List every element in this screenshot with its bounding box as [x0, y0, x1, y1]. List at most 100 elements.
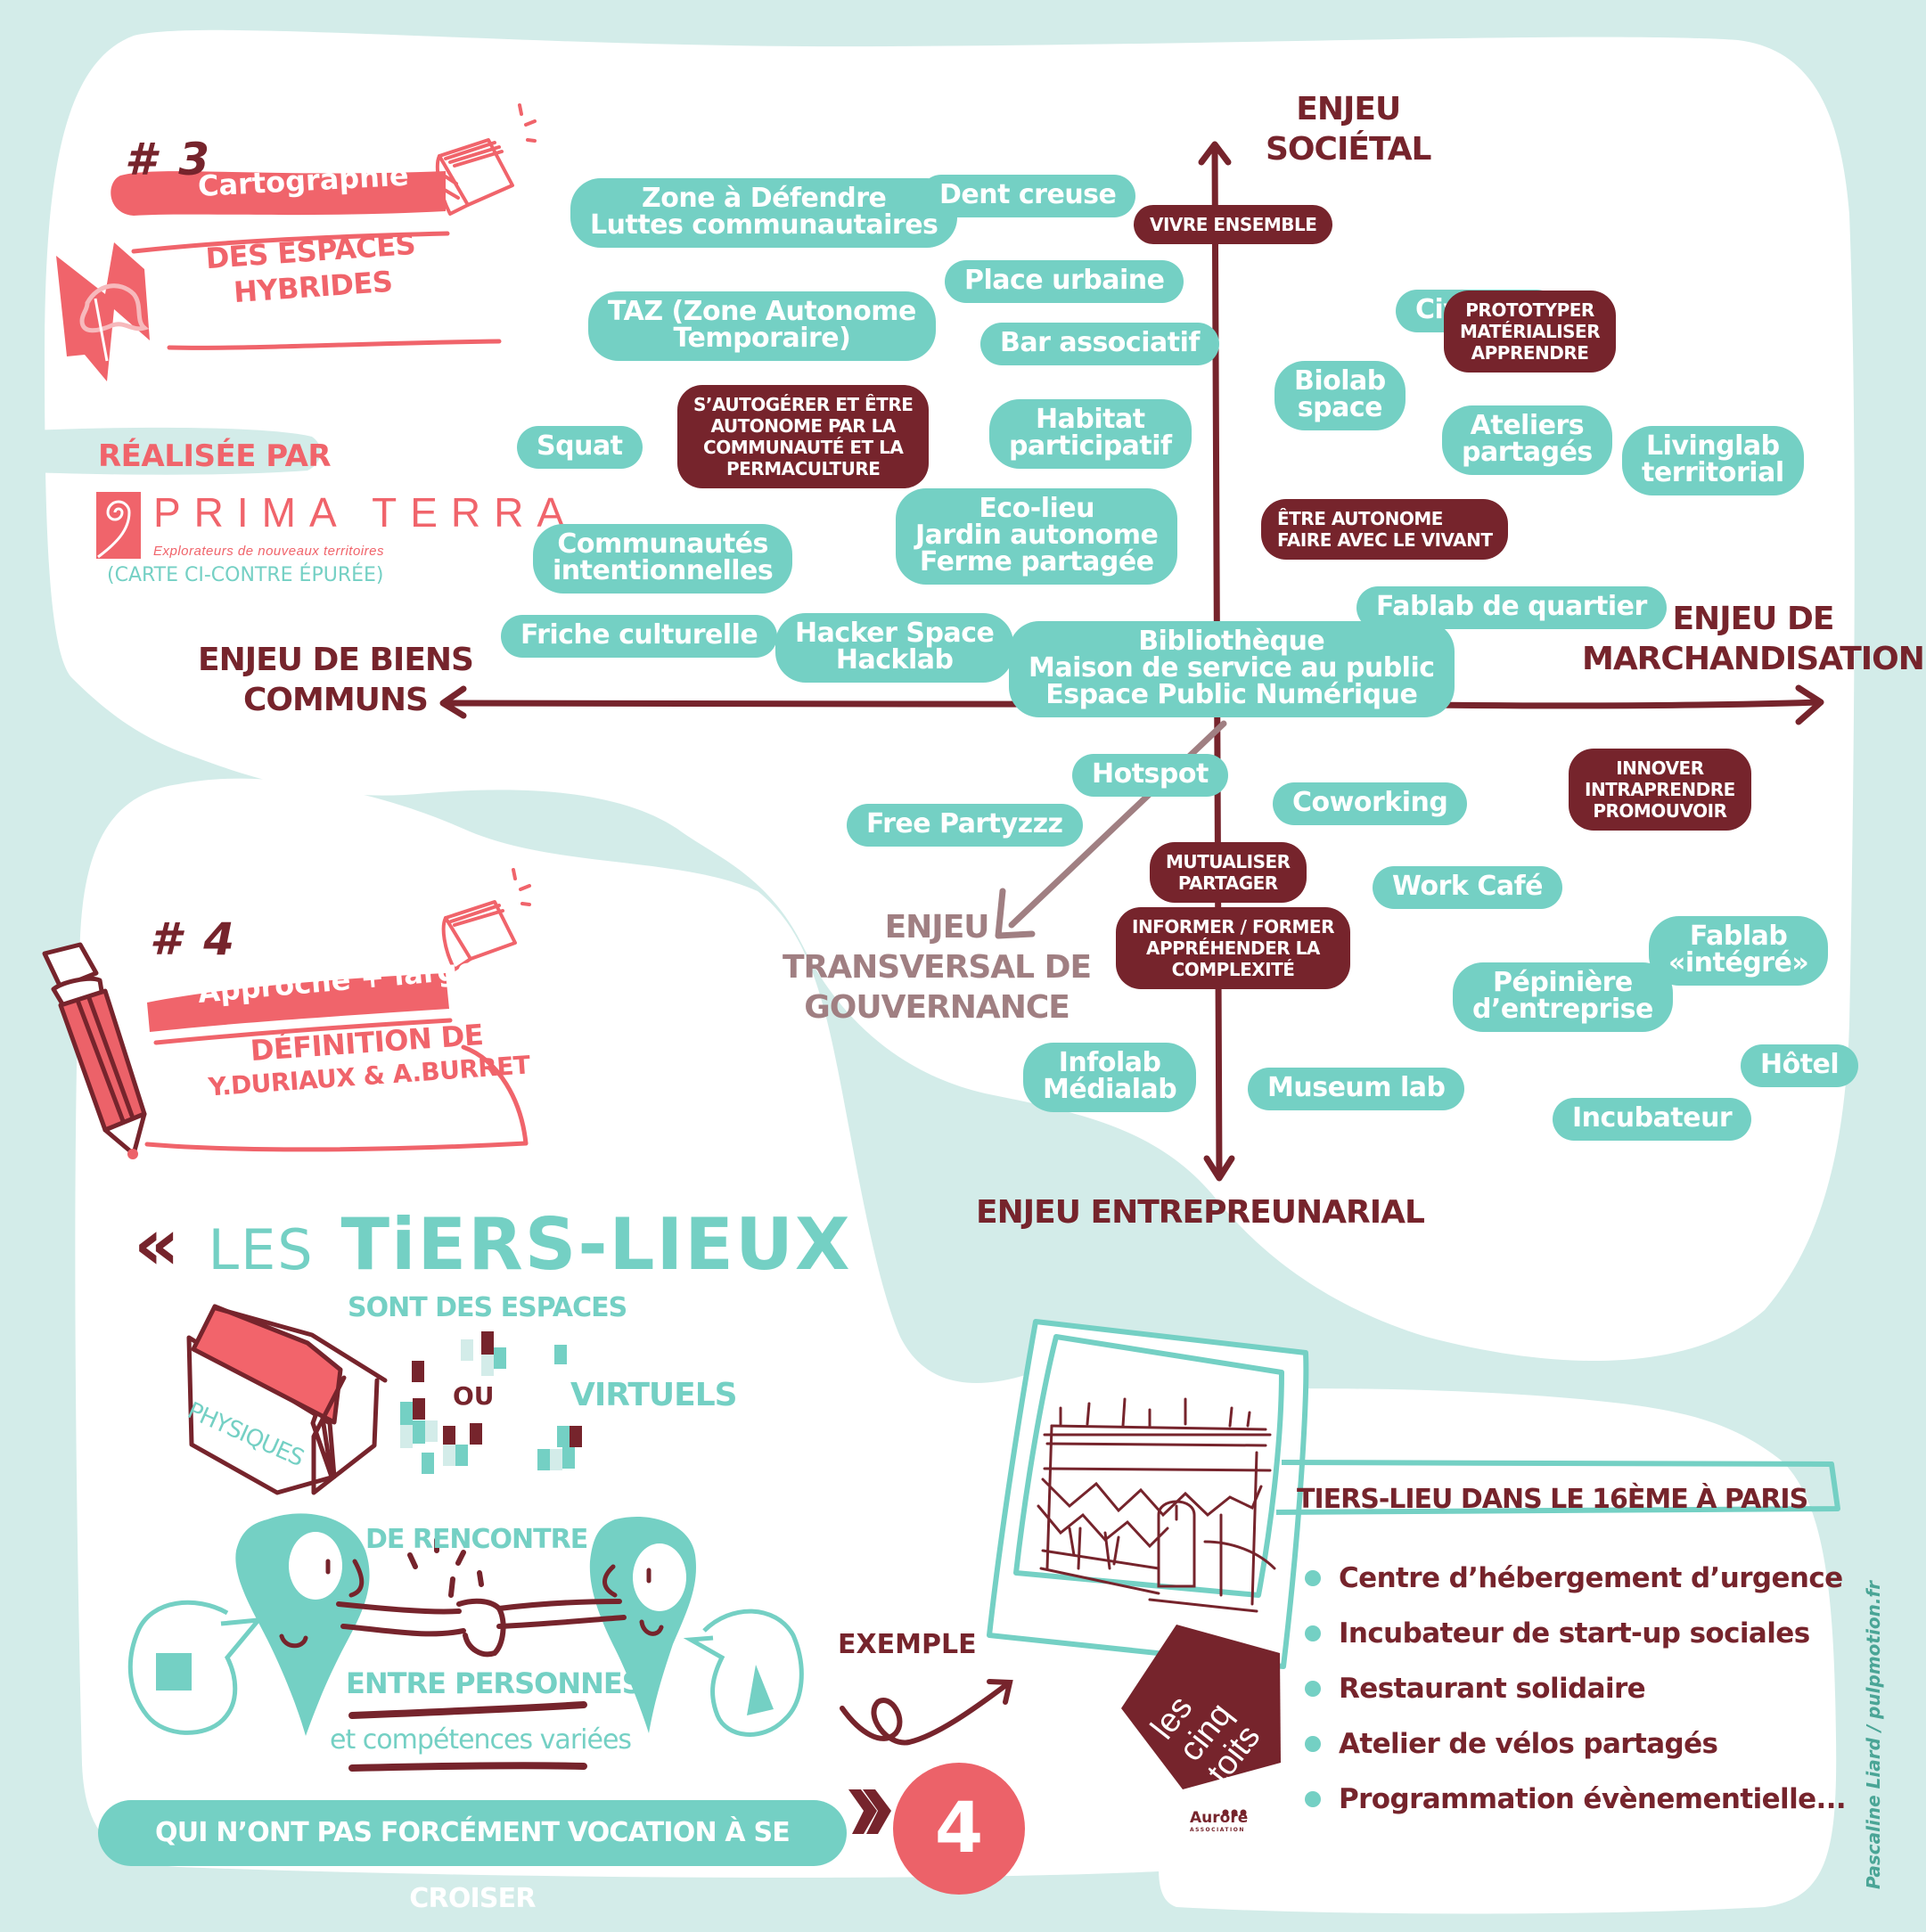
- axis-label-left: ENJEU DE BIENS COMMUNS: [198, 640, 474, 720]
- space-pill[interactable]: Free Partyzzz: [847, 804, 1083, 847]
- space-label: Maison de service au public: [1029, 652, 1435, 684]
- map-icon: [56, 242, 150, 381]
- space-pill[interactable]: Bar associatif: [980, 323, 1219, 365]
- space-pill[interactable]: Dent creuse: [920, 175, 1136, 217]
- exemple-label: EXEMPLE: [838, 1629, 977, 1660]
- space-label: Eco-lieu: [979, 493, 1094, 524]
- axis-label-line: COMMUNS: [243, 682, 429, 718]
- axis-label-line: ENJEU: [1296, 91, 1401, 127]
- goal-label: S’AUTOGÉRER ET ÊTRE: [693, 394, 914, 415]
- axis-label-top: ENJEU SOCIÉTAL: [1266, 89, 1431, 169]
- space-label: Free Partyzzz: [866, 808, 1063, 839]
- space-label: TAZ (Zone Autonome: [608, 296, 916, 327]
- space-pill[interactable]: Friche culturelle: [501, 615, 778, 658]
- space-label: Infolab: [1058, 1047, 1161, 1078]
- aurore-logo-icon: [1222, 1809, 1247, 1816]
- aurore-logo: Aurore ASSOCIATION: [1190, 1809, 1248, 1833]
- list-item: Restaurant solidaire: [1301, 1661, 1846, 1716]
- goal-label: FAIRE AVEC LE VIVANT: [1277, 529, 1493, 551]
- space-label: Ateliers: [1470, 410, 1585, 441]
- example-title-frame: [1275, 1460, 1840, 1515]
- space-pill[interactable]: Incubateur: [1553, 1098, 1752, 1141]
- speech-bubble-square-icon: [127, 1600, 264, 1735]
- space-label: Fablab: [1689, 921, 1788, 952]
- space-label: Hacker Space: [795, 618, 995, 649]
- example-title: TIERS-LIEU DANS LE 16ÈME À PARIS: [1297, 1484, 1808, 1515]
- list-item: Centre d’hébergement d’urgence: [1301, 1551, 1846, 1606]
- entre-personnes: ENTRE PERSONNES: [346, 1666, 643, 1700]
- space-pill[interactable]: Squat: [517, 426, 643, 469]
- space-pill[interactable]: Fablab de quartier: [1356, 586, 1667, 629]
- axis-label-line: ENJEU DE BIENS: [198, 642, 474, 678]
- underlines: [348, 1701, 587, 1772]
- goal-label: PERMACULTURE: [725, 458, 881, 479]
- realisee-band: [31, 427, 321, 475]
- arrow-right-icon: [1795, 684, 1824, 725]
- space-label: Bar associatif: [1000, 327, 1200, 358]
- axis-label-line: MARCHANDISATION: [1582, 641, 1925, 677]
- title-les: LES: [208, 1217, 315, 1282]
- space-pill[interactable]: Coworking: [1273, 782, 1468, 825]
- space-pill[interactable]: Work Café: [1373, 866, 1562, 909]
- goal-label: MUTUALISER: [1166, 851, 1291, 872]
- arrow-up-icon: [1198, 141, 1232, 166]
- axis-label-bottom: ENJEU ENTREPREUNARIAL: [976, 1192, 1425, 1232]
- space-label: Luttes communautaires: [590, 209, 938, 241]
- goal-label: PROMOUVOIR: [1593, 800, 1727, 822]
- building-sketch: [1037, 1397, 1276, 1613]
- example-list: Centre d’hébergement d’urgence Incubateu…: [1301, 1551, 1847, 1827]
- arrow-diagonal-icon: [995, 888, 1036, 939]
- handshake-icon: [336, 1537, 627, 1658]
- bottom-right-panel: [1159, 1388, 1837, 1914]
- space-label: space: [1297, 392, 1383, 423]
- space-label: intentionnelles: [553, 555, 774, 586]
- space-pill[interactable]: Hôtel: [1741, 1044, 1859, 1087]
- bullet-icon: [1305, 1570, 1321, 1586]
- axis-label-line: SOCIÉTAL: [1266, 131, 1431, 168]
- bullet-icon: [1305, 1681, 1321, 1697]
- space-label: participatif: [1009, 430, 1172, 462]
- space-label: Fablab de quartier: [1376, 591, 1647, 622]
- section4-ribbon: [144, 973, 529, 1152]
- space-label: partagés: [1462, 437, 1593, 468]
- space-label: Dent creuse: [939, 179, 1117, 210]
- aurore-sub: ASSOCIATION: [1190, 1827, 1245, 1833]
- goal-label: APPRÉHENDER LA: [1146, 937, 1320, 959]
- space-label: Communautés: [557, 528, 768, 560]
- space-label: Bibliothèque: [1138, 626, 1325, 657]
- space-pill[interactable]: Museum lab: [1248, 1068, 1465, 1110]
- pin-character-left-icon: [235, 1513, 370, 1736]
- list-item-label: Programmation évènementielle...: [1339, 1783, 1847, 1815]
- space-pill[interactable]: Place urbaine: [945, 260, 1184, 303]
- axis-label-diagonal: ENJEU TRANSVERSAL DE GOUVERNANCE: [783, 907, 1092, 1027]
- cinq-toits-logo: [1121, 1625, 1281, 1789]
- bullet-icon: [1305, 1625, 1321, 1641]
- space-pill[interactable]: Hotspot: [1072, 754, 1228, 797]
- goal-label: VIVRE ENSEMBLE: [1150, 214, 1317, 235]
- open-quote: «: [134, 1203, 182, 1286]
- tiers-lieux-title: « LES TiERS-LIEUX: [134, 1203, 852, 1286]
- space-pill[interactable]: Fablab«intégré»: [1649, 916, 1829, 986]
- author-credit: Pascaline Liard / pulpmotion.fr: [1863, 1581, 1884, 1889]
- space-label: Biolab: [1294, 365, 1386, 397]
- polaroid-photo: [987, 1319, 1309, 1669]
- section-badge: 4: [893, 1763, 1025, 1895]
